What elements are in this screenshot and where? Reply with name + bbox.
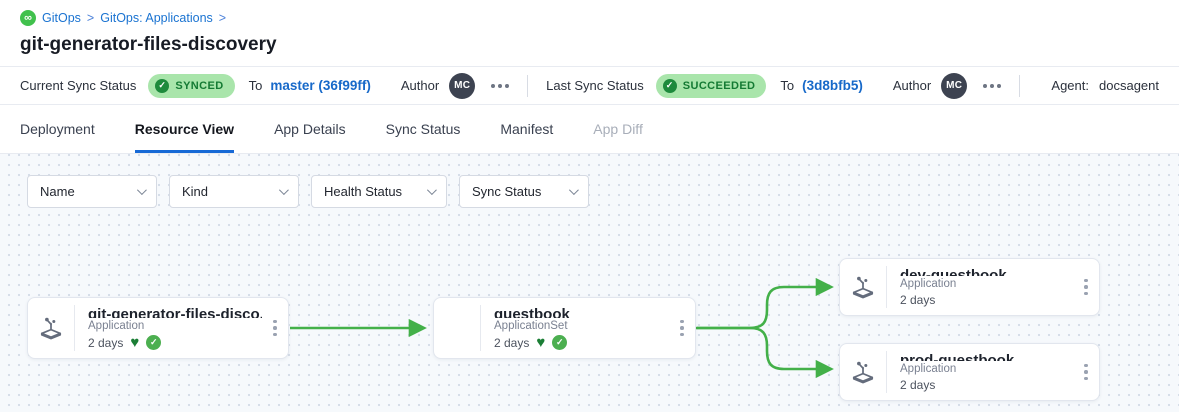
node-menu-button[interactable] (262, 298, 288, 358)
tab-deployment[interactable]: Deployment (20, 121, 95, 137)
breadcrumb-separator: > (218, 11, 227, 25)
agent-value: docsagent (1099, 78, 1159, 93)
filter-label: Sync Status (472, 184, 542, 199)
succeeded-status-badge: ✓ SUCCEEDED (655, 73, 767, 98)
divider (527, 74, 529, 97)
graph-node-dev-guestbook[interactable]: dev-guestbook Application 2 days (839, 258, 1100, 316)
filter-name-dropdown[interactable]: Name (27, 175, 157, 208)
node-title: dev-guestbook (900, 267, 1007, 276)
breadcrumb-link-applications[interactable]: GitOps: Applications (100, 11, 213, 25)
filter-health-status-dropdown[interactable]: Health Status (311, 175, 447, 208)
check-circle-icon: ✓ (662, 78, 677, 93)
divider (886, 351, 887, 393)
author-avatar: MC (941, 72, 968, 99)
gitops-logo-icon: ∞ (20, 10, 36, 26)
agent-label: Agent: (1051, 78, 1089, 93)
to-label: To (780, 78, 795, 93)
breadcrumb: ∞ GitOps > GitOps: Applications > (20, 10, 1159, 26)
tab-bar: Deployment Resource View App Details Syn… (0, 105, 1179, 154)
divider (74, 305, 75, 351)
to-label: To (248, 78, 263, 93)
filter-kind-dropdown[interactable]: Kind (169, 175, 299, 208)
breadcrumb-separator: > (86, 11, 95, 25)
chevron-down-icon (426, 185, 437, 196)
current-sync-status-label: Current Sync Status (20, 78, 137, 93)
filter-label: Name (40, 184, 75, 199)
synced-status-badge: ✓ SYNCED (148, 73, 235, 98)
author-avatar: MC (449, 72, 476, 99)
tab-app-details[interactable]: App Details (274, 121, 346, 137)
application-icon (840, 344, 886, 400)
node-age: 2 days (88, 335, 124, 350)
graph-node-prod-guestbook[interactable]: prod-guestbook Application 2 days (839, 343, 1100, 401)
node-age: 2 days (494, 335, 530, 350)
health-heart-icon: ♥ (536, 334, 546, 351)
node-age: 2 days (900, 378, 936, 392)
graph-node-git-generator[interactable]: git-generator-files-disco... Application… (27, 297, 289, 359)
agent-info: Agent: docsagent (1051, 78, 1159, 93)
node-menu-button[interactable] (669, 298, 695, 358)
author-label: Author (400, 78, 440, 93)
tab-app-diff: App Diff (593, 121, 643, 137)
node-menu-button[interactable] (1073, 259, 1099, 315)
sync-check-icon: ✓ (146, 335, 162, 350)
divider (480, 305, 481, 351)
page-header: ∞ GitOps > GitOps: Applications > git-ge… (0, 0, 1179, 66)
sync-check-icon: ✓ (552, 335, 568, 350)
divider (1019, 74, 1021, 97)
filter-bar: Name Kind Health Status Sync Status (27, 175, 589, 208)
node-menu-button[interactable] (1073, 344, 1099, 400)
resource-graph-canvas: Name Kind Health Status Sync Status (0, 154, 1179, 412)
chevron-down-icon (136, 185, 147, 196)
chevron-down-icon (278, 185, 289, 196)
application-icon (840, 259, 886, 315)
node-title: guestbook (494, 306, 570, 318)
tab-manifest[interactable]: Manifest (500, 121, 554, 137)
node-title: prod-guestbook (900, 352, 1015, 361)
last-sync-status-label: Last Sync Status (546, 78, 644, 93)
more-options-button[interactable] (491, 83, 510, 88)
divider (886, 266, 887, 308)
graph-node-guestbook[interactable]: guestbook ApplicationSet 2 days ♥ ✓ (433, 297, 696, 359)
page-title: git-generator-files-discovery (20, 34, 277, 55)
filter-label: Kind (182, 184, 209, 199)
filter-label: Health Status (324, 184, 403, 199)
chevron-down-icon (568, 185, 579, 196)
tab-sync-status[interactable]: Sync Status (385, 121, 461, 137)
node-kind: Application (900, 363, 957, 375)
check-circle-icon: ✓ (155, 78, 170, 93)
filter-sync-status-dropdown[interactable]: Sync Status (459, 175, 589, 208)
last-sync-target-link[interactable]: (3d8bfb5) (802, 78, 863, 93)
breadcrumb-link-gitops[interactable]: GitOps (42, 11, 81, 25)
more-options-button[interactable] (983, 83, 1002, 88)
node-kind: Application (88, 320, 145, 332)
node-kind: ApplicationSet (494, 320, 568, 332)
tab-resource-view[interactable]: Resource View (134, 105, 235, 153)
author-label: Author (892, 78, 932, 93)
node-kind: Application (900, 278, 957, 290)
health-heart-icon: ♥ (130, 334, 140, 351)
current-sync-target-link[interactable]: master (36f99ff) (270, 78, 371, 93)
application-icon (28, 298, 74, 358)
node-age: 2 days (900, 293, 936, 307)
sync-status-bar: Current Sync Status ✓ SYNCED To master (… (0, 66, 1179, 105)
node-title: git-generator-files-disco... (88, 306, 262, 318)
empty-icon-cell (434, 298, 480, 358)
